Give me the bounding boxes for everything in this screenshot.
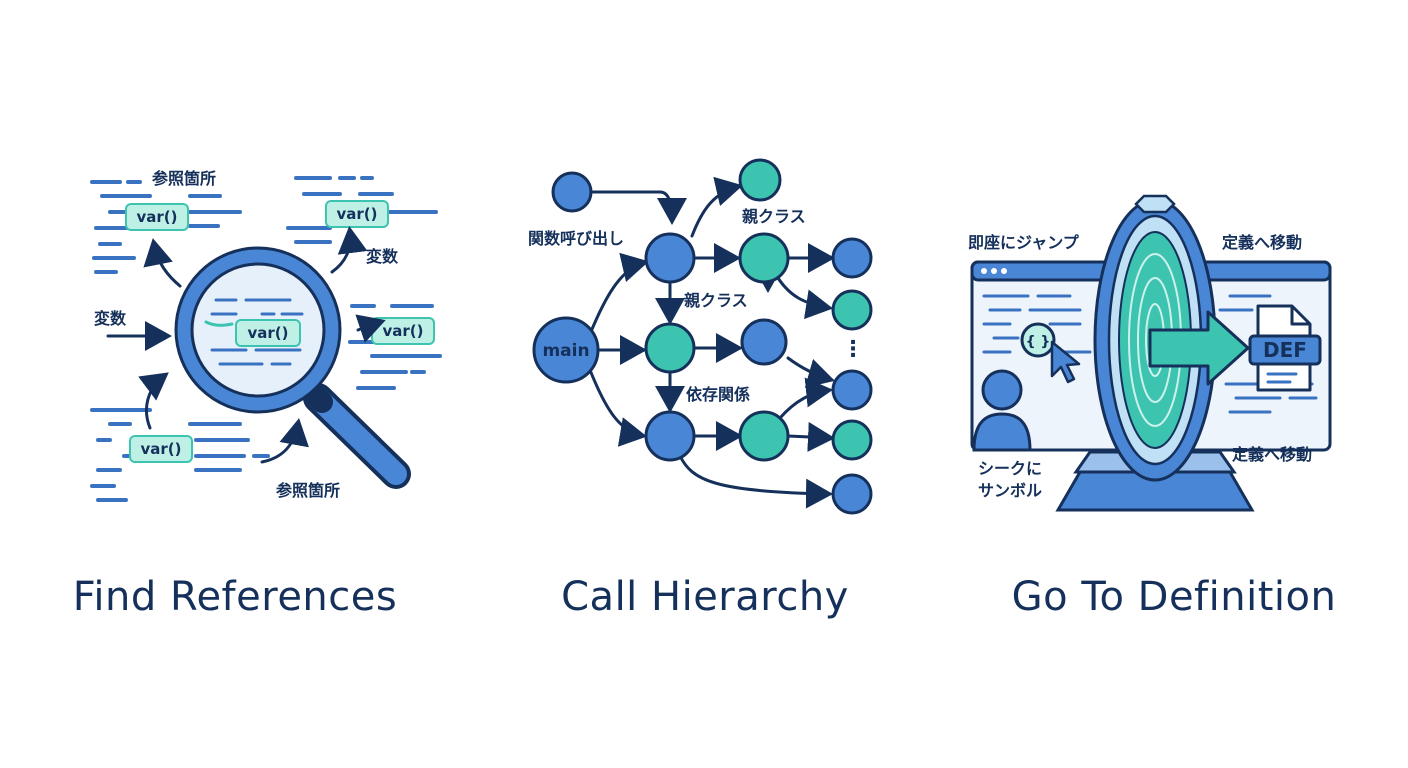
code-tag-top-right: var() [325, 200, 389, 228]
label-var-left: 変数 [94, 309, 127, 328]
magnifier-icon: var() [174, 246, 411, 489]
label-function-call: 関数呼び出し [528, 229, 624, 248]
svg-text:var(): var() [136, 208, 177, 226]
user-icon [972, 369, 1032, 452]
node-leaf-4 [831, 419, 873, 461]
jump-arrow [1148, 310, 1250, 386]
reference-arrows [106, 226, 386, 464]
label-parent-class-mid: 親クラス [684, 291, 748, 310]
label-ref-top: 参照箇所 [152, 169, 216, 188]
call-hierarchy-diagram: main ⋮ 関数呼び出し 親クラス 親クラス 依存関係 [528, 158, 873, 515]
doc-badge: DEF [1263, 338, 1307, 362]
label-seek-line1: シークに [978, 459, 1042, 478]
label-dependency: 依存関係 [686, 385, 750, 404]
leaf-ellipsis: ⋮ [842, 337, 864, 362]
svg-text:var(): var() [140, 440, 181, 458]
node-leaf-5 [831, 473, 873, 515]
node-level2-b [740, 318, 788, 366]
label-seek-line2: サンボル [978, 481, 1042, 500]
node-main [532, 316, 600, 384]
go-to-definition-title: Go To Definition [1011, 574, 1337, 620]
call-hierarchy-title: Call Hierarchy [561, 574, 849, 620]
cursor-icon [1050, 340, 1081, 384]
node-level1-c [644, 410, 696, 462]
document-icon: DEF [1248, 304, 1322, 392]
find-references-panel: var() var() var() var() 参照箇所 変数 変数 参照箇所 [0, 0, 470, 768]
label-var-right: 変数 [366, 247, 399, 266]
node-leaf-2 [831, 289, 873, 331]
svg-text:{ }: { } [1026, 334, 1051, 350]
svg-text:var(): var() [247, 324, 288, 342]
go-to-definition-panel: { } DEF [940, 0, 1408, 768]
node-level2-a [738, 232, 790, 284]
code-tag-top-left: var() [125, 203, 189, 231]
label-parent-class-top: 親クラス [742, 207, 806, 226]
node-level1-b [644, 322, 696, 374]
node-parent-top [738, 158, 782, 202]
node-leaf-1 [831, 237, 873, 279]
svg-text:var(): var() [336, 205, 377, 223]
find-references-title: Find References [72, 574, 398, 620]
label-ref-bottom: 参照箇所 [276, 481, 340, 500]
node-caller-top [551, 171, 593, 213]
node-leaf-3 [831, 369, 873, 411]
call-hierarchy-panel: main ⋮ 関数呼び出し 親クラス 親クラス 依存関係 Call Hierar… [470, 0, 940, 768]
svg-text:var(): var() [382, 322, 423, 340]
label-move-top: 定義へ移動 [1221, 233, 1302, 252]
find-references-illustration: var() var() var() var() 参照箇所 変数 変数 参照箇所 [90, 169, 442, 502]
symbol-icon: { } [1020, 322, 1056, 358]
call-edges [588, 176, 835, 509]
label-move-bottom: 定義へ移動 [1231, 445, 1312, 464]
node-level2-c [738, 410, 790, 462]
node-main-label: main [542, 341, 589, 361]
code-tag-bottom-left: var() [129, 435, 193, 463]
call-nodes [532, 158, 873, 515]
node-level1-a [644, 232, 696, 284]
label-jump: 即座にジャンプ [968, 233, 1080, 252]
go-to-definition-illustration: { } DEF [968, 194, 1332, 512]
